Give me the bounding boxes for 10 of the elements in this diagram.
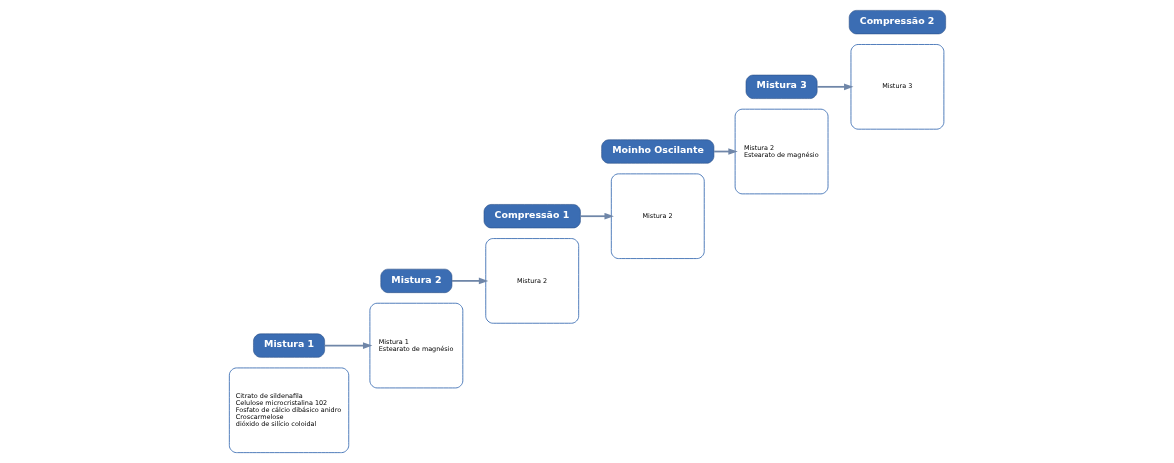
node-box: Moinho Oscilante [600,139,714,164]
node-box: Mistura 3 [745,74,817,99]
arrow [579,212,614,220]
node-box: Compressão 1 [483,204,581,229]
node-box: Mistura 2 [380,268,452,293]
node-box: Mistura 1 [252,333,325,358]
arrow [323,342,372,349]
node-box: Compressão 2 [848,10,946,35]
arrow [450,277,488,285]
arrow [815,83,853,91]
